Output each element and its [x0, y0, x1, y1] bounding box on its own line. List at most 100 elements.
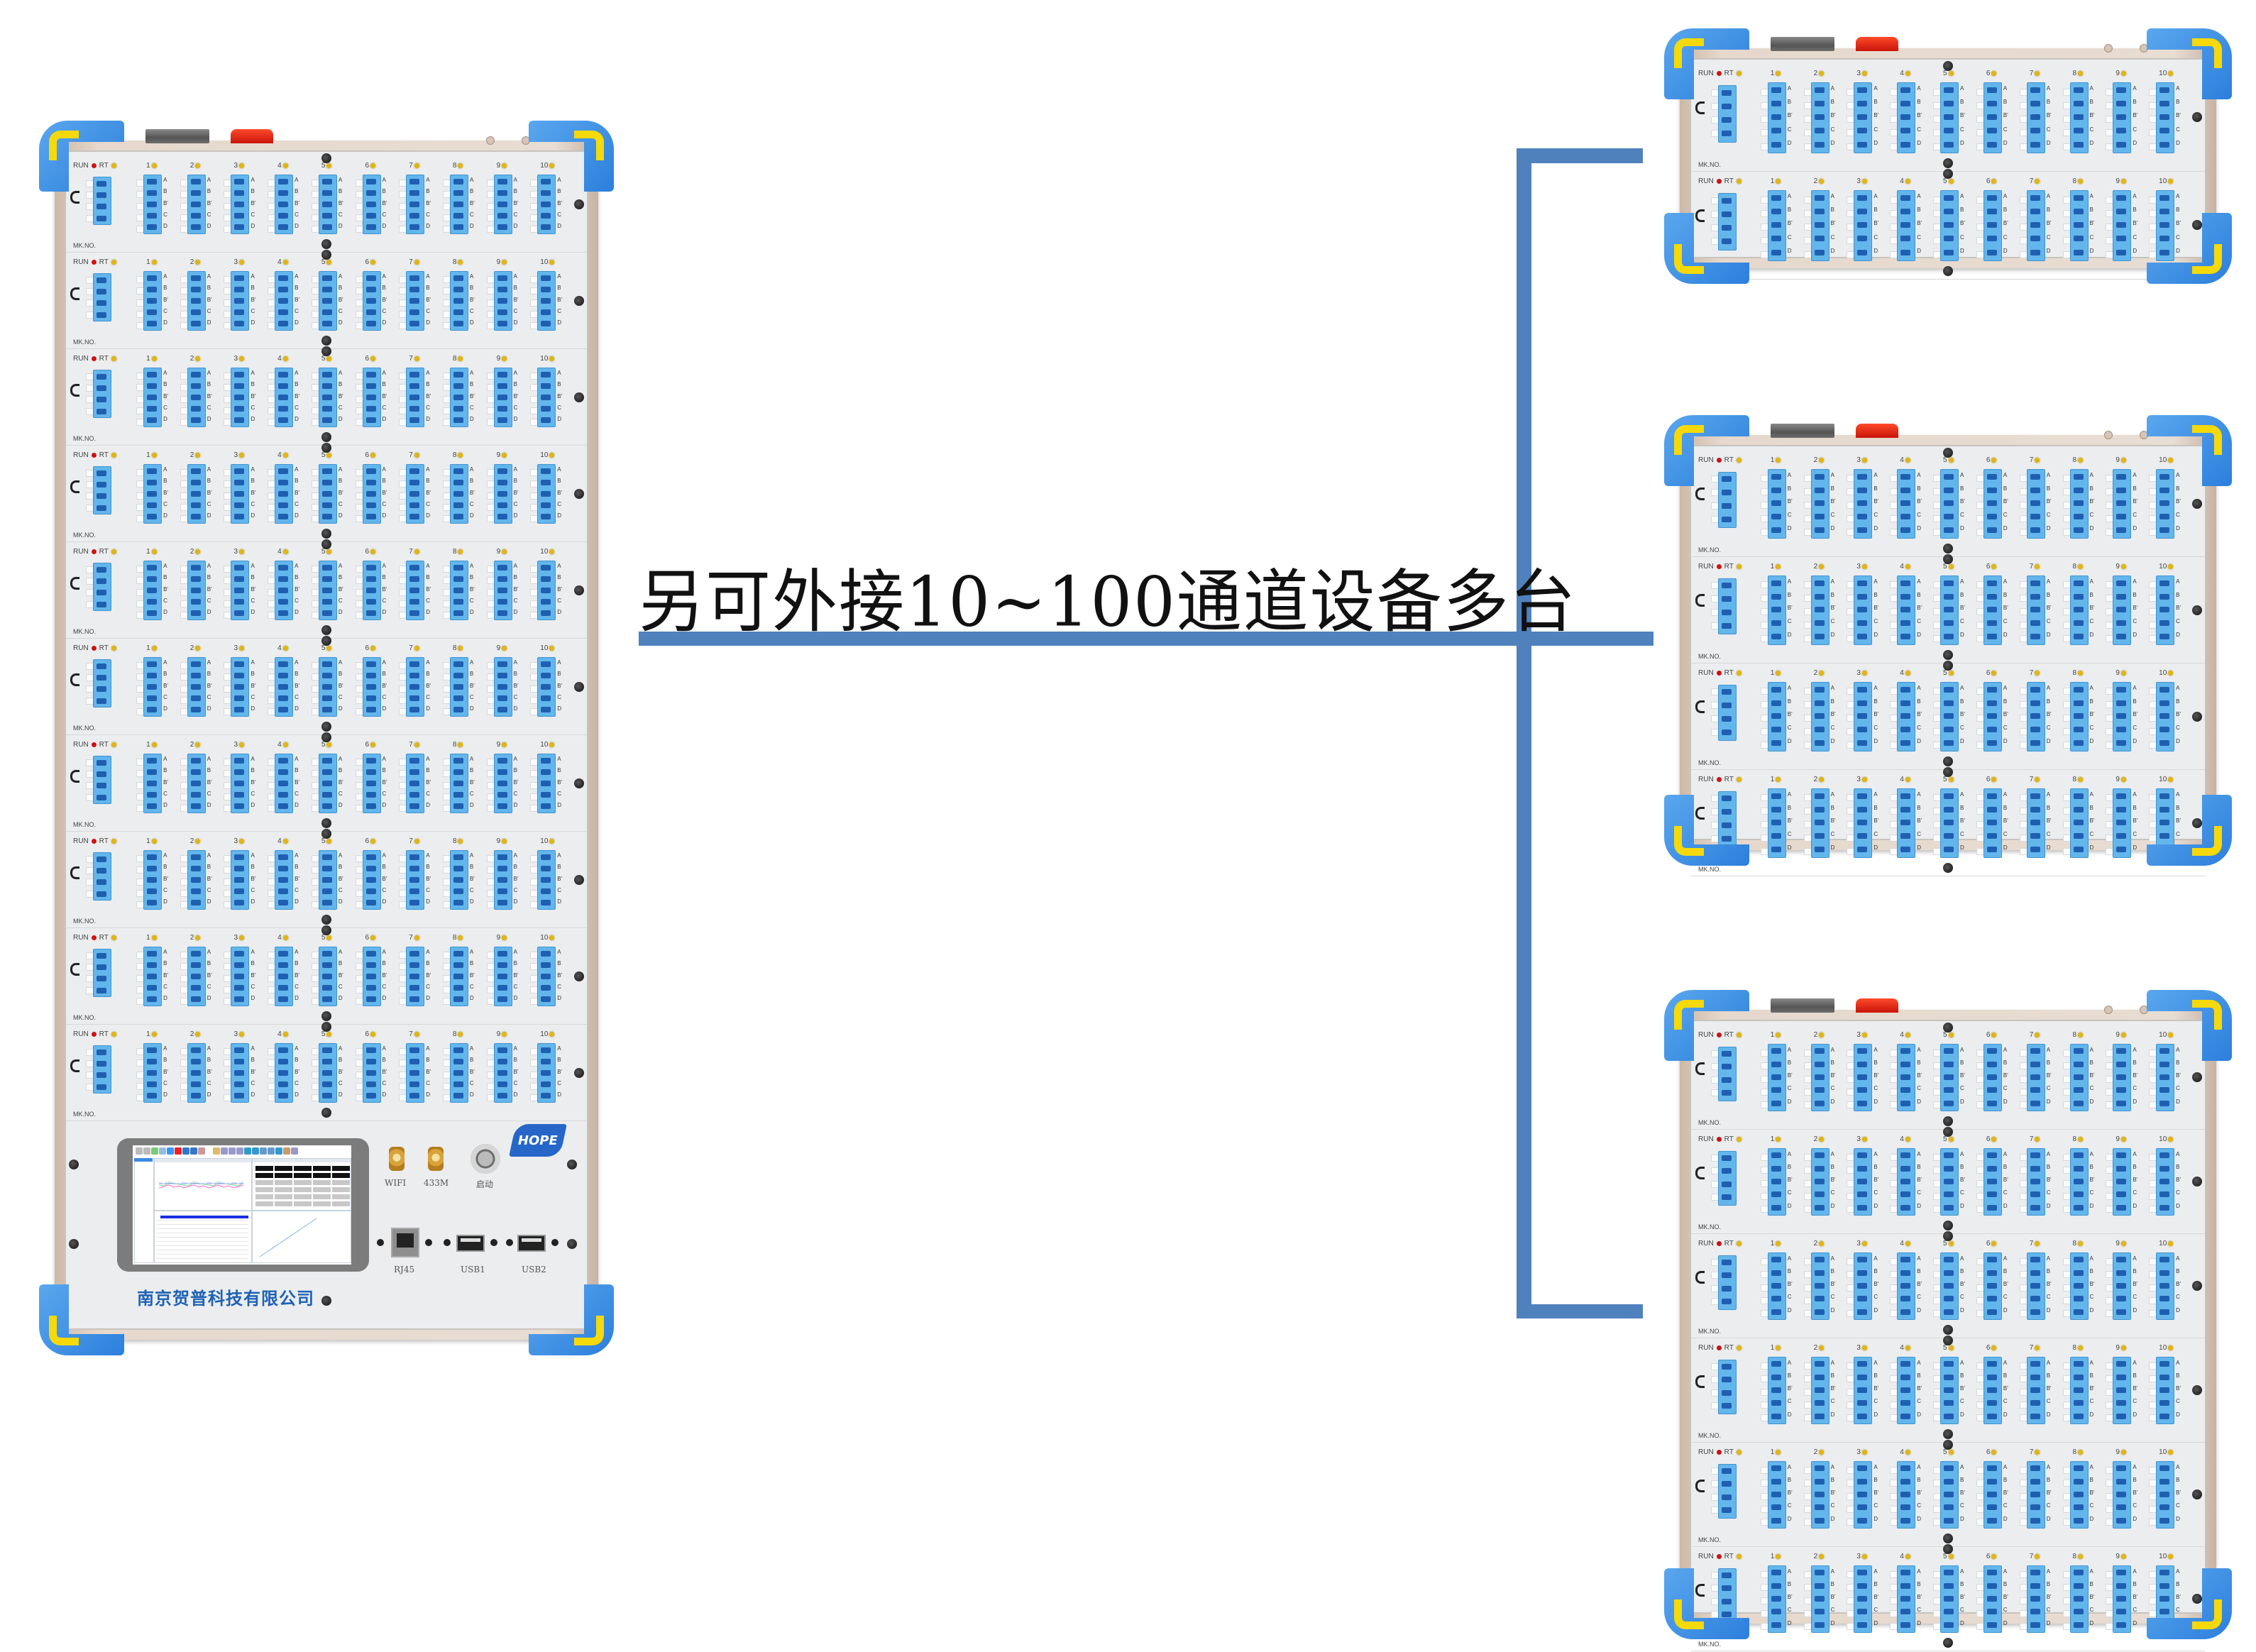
toolbar-icon[interactable] — [244, 1147, 251, 1155]
toolbar-icon[interactable] — [198, 1147, 205, 1155]
toolbar-icon[interactable] — [221, 1147, 228, 1155]
mk-number-label: MK.NO. — [1698, 1223, 1722, 1230]
pin-label: A — [1787, 1568, 1792, 1575]
pin-label: B — [1873, 1372, 1878, 1379]
channel-tile[interactable] — [313, 1166, 331, 1171]
terminal-slot — [190, 1093, 201, 1099]
toolbar-icon[interactable] — [167, 1147, 174, 1155]
toolbar-icon[interactable] — [252, 1147, 259, 1155]
toolbar-icon[interactable] — [268, 1147, 275, 1155]
terminal-slot — [190, 321, 201, 327]
toolbar-icon[interactable] — [236, 1147, 243, 1155]
terminal-slot — [1722, 131, 1732, 137]
pin-label: D — [1787, 844, 1792, 852]
channel-tile[interactable] — [313, 1194, 331, 1199]
channel-tile[interactable] — [332, 1166, 350, 1171]
pin-label: B' — [338, 489, 343, 496]
pin-label: B — [1960, 485, 1964, 492]
toolbar-icon[interactable] — [291, 1147, 298, 1155]
terminal-slot — [1722, 703, 1732, 709]
channel-tile[interactable] — [294, 1201, 312, 1206]
channel-tile[interactable] — [332, 1173, 350, 1178]
channel-tile[interactable] — [255, 1173, 273, 1178]
rj45-port[interactable] — [391, 1228, 419, 1257]
channel-led-icon — [414, 549, 419, 554]
terminal-slot — [1722, 1507, 1732, 1513]
channel-led-icon — [1861, 457, 1867, 463]
channel-tile[interactable] — [332, 1201, 350, 1206]
toolbar-icon[interactable] — [283, 1147, 290, 1155]
terminal-block — [1983, 1461, 2002, 1529]
channel-number: 6 — [1986, 1135, 1991, 1143]
channel-tile[interactable] — [255, 1166, 273, 1171]
power-switch[interactable] — [231, 129, 273, 143]
power-switch[interactable] — [1856, 37, 1898, 51]
channel-tile[interactable] — [294, 1187, 312, 1192]
channel-tile[interactable] — [313, 1173, 331, 1178]
channel-tile[interactable] — [294, 1173, 312, 1178]
terminal-slot — [1944, 101, 1954, 106]
channel-tile[interactable] — [313, 1201, 331, 1206]
toolbar-icon[interactable] — [159, 1147, 166, 1155]
channel-tile[interactable] — [313, 1180, 331, 1185]
pin-label: D — [1787, 247, 1792, 254]
channel-tile[interactable] — [275, 1166, 292, 1171]
channel-tile[interactable] — [294, 1194, 312, 1199]
channel-tile[interactable] — [275, 1201, 292, 1206]
toolbar-icon[interactable] — [260, 1147, 267, 1155]
pin-label: B — [1917, 1267, 1921, 1274]
channel-tile[interactable] — [294, 1180, 312, 1185]
channel-tile[interactable] — [255, 1194, 273, 1199]
terminal-block — [2069, 469, 2089, 539]
pin-label: C — [2089, 725, 2094, 732]
toolbar-icon[interactable] — [182, 1147, 189, 1155]
channel-led-icon — [2120, 563, 2126, 569]
usb1-port[interactable] — [456, 1235, 485, 1252]
terminal-slot — [541, 309, 551, 316]
toolbar-icon[interactable] — [143, 1147, 150, 1155]
channel-tile[interactable] — [255, 1201, 273, 1206]
touch-screen[interactable] — [133, 1145, 351, 1265]
pin-label: B — [1787, 1372, 1792, 1379]
power-switch[interactable] — [1856, 424, 1898, 438]
toolbar-icon[interactable] — [175, 1147, 182, 1155]
run-led-icon — [1716, 1240, 1722, 1246]
toolbar-icon[interactable] — [229, 1147, 236, 1155]
pin-label: A — [469, 756, 474, 763]
pin-label: B — [251, 864, 255, 871]
mk-number-label: MK.NO. — [73, 338, 97, 346]
channel-led-icon — [1776, 1032, 1781, 1037]
channel-tile[interactable] — [275, 1187, 292, 1192]
terminal-slot — [453, 781, 463, 787]
pin-label: D — [338, 994, 343, 1001]
channel-tile[interactable] — [275, 1173, 292, 1178]
channel-led-icon — [1861, 178, 1867, 184]
toolbar-icon[interactable] — [275, 1147, 282, 1155]
toolbar-icon[interactable] — [213, 1147, 220, 1155]
start-button[interactable] — [471, 1144, 500, 1174]
terminal-block — [449, 368, 468, 428]
channel-tile[interactable] — [275, 1180, 292, 1185]
terminal-slot — [190, 803, 201, 810]
channel-number: 6 — [1986, 1030, 1991, 1039]
terminal-slot — [497, 202, 507, 208]
toolbar-icon[interactable] — [136, 1147, 143, 1155]
terminal-slot — [1771, 1296, 1781, 1302]
channel-tile[interactable] — [255, 1187, 273, 1192]
channel-tile[interactable] — [275, 1194, 292, 1199]
usb2-port[interactable] — [517, 1235, 546, 1252]
channel-tile[interactable] — [332, 1180, 350, 1185]
channel-tile[interactable] — [294, 1166, 312, 1171]
terminal-block — [2069, 1252, 2089, 1321]
pin-label: B — [2003, 1372, 2008, 1379]
pin-label: A — [251, 949, 255, 956]
channel-tile[interactable] — [332, 1194, 350, 1199]
toolbar-icon[interactable] — [151, 1147, 158, 1155]
channel-tile[interactable] — [255, 1180, 273, 1185]
terminal-slot — [2073, 806, 2084, 813]
toolbar-icon[interactable] — [190, 1147, 197, 1155]
channel-tile[interactable] — [332, 1187, 350, 1192]
terminal-block — [362, 947, 381, 1007]
terminal-slot — [2116, 527, 2127, 534]
channel-tile[interactable] — [313, 1187, 331, 1192]
